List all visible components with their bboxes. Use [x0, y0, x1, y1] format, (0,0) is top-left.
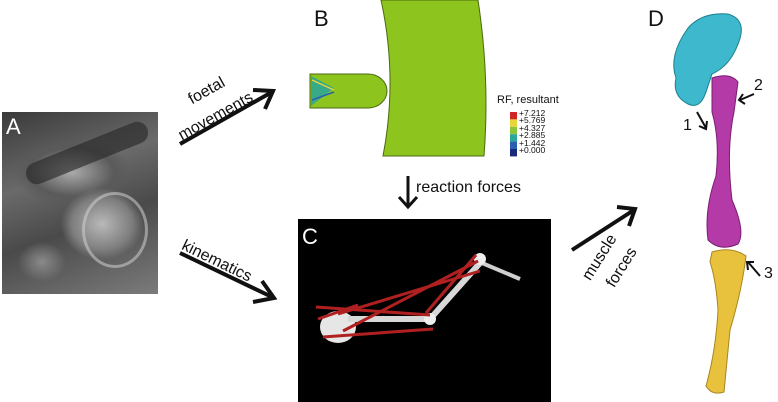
legend-value: +7.212 [519, 108, 546, 118]
kinematics-arrow-head [252, 279, 278, 304]
legend-swatch [510, 141, 517, 149]
bone-label-1: 1 [683, 117, 692, 134]
fe-femur-head [309, 73, 388, 109]
fe-stress-line [311, 79, 335, 91]
arrow-3-line [747, 261, 761, 277]
fe-stress-line-2 [311, 91, 335, 101]
arrow-1-line [696, 111, 707, 129]
legend-swatch [510, 119, 517, 127]
bone-label-2: 2 [754, 77, 763, 94]
legend-value: +5.769 [519, 115, 546, 126]
reaction-arrow-head [397, 195, 419, 210]
panel-d-letter: D [648, 6, 664, 31]
c-muscle-1 [315, 305, 431, 317]
legend-swatch [510, 126, 517, 135]
legend-value: +0.000 [519, 145, 546, 155]
scapula [673, 13, 742, 106]
panel-a-image [2, 112, 158, 294]
kinematics-arrow-line [179, 251, 273, 299]
panel-c-image [298, 219, 551, 402]
panel-b-letter: B [314, 6, 329, 31]
arrow-2-line [739, 93, 755, 101]
legend-title: RF, resultant [497, 94, 559, 106]
c-muscle-5 [424, 254, 478, 314]
arrow-2-head [737, 93, 746, 105]
panel-c-letter: C [302, 224, 318, 249]
arrow-3-head [745, 261, 754, 271]
reaction-forces-label: reaction forces [416, 179, 521, 196]
mri-fetal-head [82, 192, 148, 268]
c-hand [481, 261, 521, 281]
panel-a-letter: A [6, 114, 21, 139]
muscle-arrow-line [570, 208, 636, 252]
arrow-1-head [698, 120, 708, 131]
legend-value: +2.885 [519, 130, 546, 141]
foetal-arrow-head [252, 88, 277, 110]
legend-swatch [510, 149, 517, 157]
muscle-arrow-head [616, 205, 638, 227]
limb-model [315, 253, 521, 343]
fe-pelvis-block [380, 0, 487, 157]
ulna [705, 249, 747, 394]
foetal-arrow-line [179, 90, 273, 146]
legend-swatch [510, 134, 517, 142]
humerus [706, 75, 742, 248]
legend-value: +4.327 [519, 122, 546, 133]
c-muscle-6 [317, 303, 359, 321]
legend-swatch [510, 112, 517, 120]
c-muscle-2 [322, 327, 434, 339]
c-muscle-4 [342, 259, 479, 333]
bone-label-3: 3 [764, 265, 773, 282]
legend-value: +1.442 [519, 137, 546, 148]
